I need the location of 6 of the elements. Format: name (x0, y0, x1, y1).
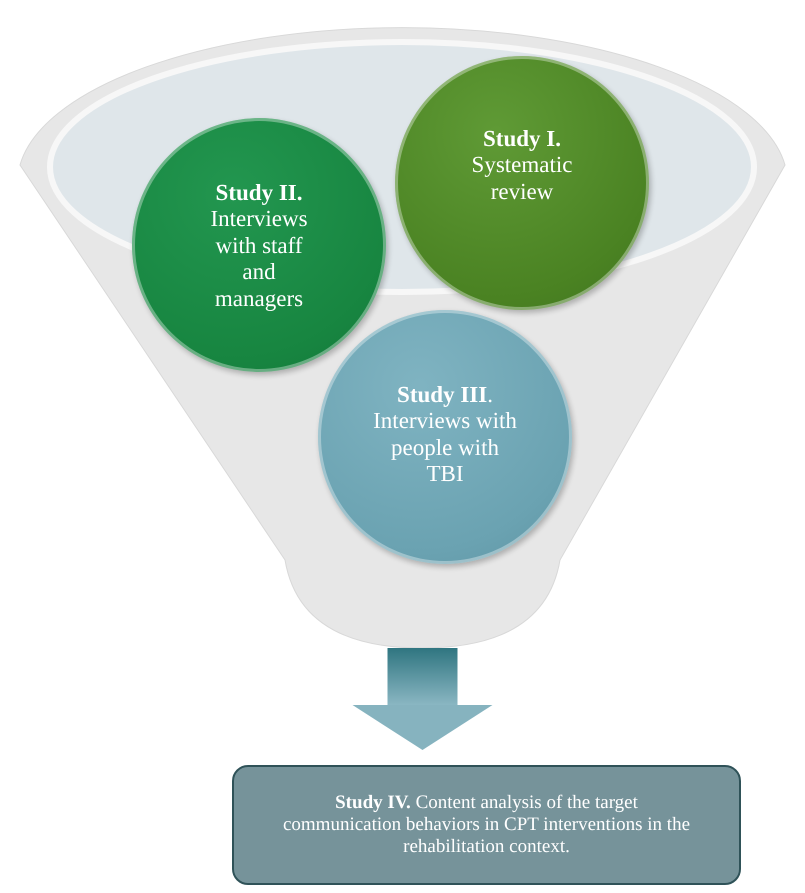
study-label: Study I. Systematic review (470, 126, 574, 206)
study-description: Study IV. Content analysis of the target communication behaviors in CPT interventions in the rehabilitation context. (282, 792, 692, 858)
result-box (232, 765, 741, 885)
block-arrow (352, 648, 492, 750)
study-label: Study II. Interviews with staff and managers (209, 180, 309, 312)
study-label: Study III. Interviews with people with TBI (372, 382, 518, 488)
